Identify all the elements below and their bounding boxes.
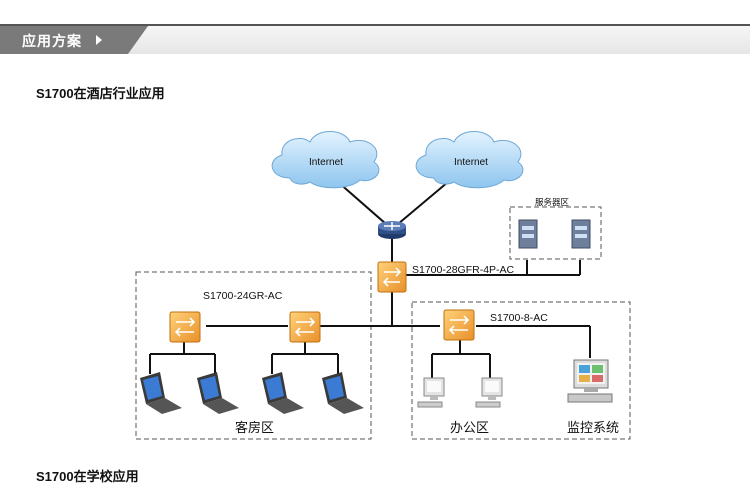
server-zone-box xyxy=(509,206,602,260)
internet-cloud-1: Internet xyxy=(271,131,380,189)
router-icon xyxy=(378,221,406,239)
office-zone-label: 办公区 xyxy=(450,420,489,435)
laptop-icon xyxy=(197,372,239,414)
network-links xyxy=(149,181,591,378)
core-switch-label: S1700-28GFR-4P-AC xyxy=(412,264,515,276)
core-switch-icon xyxy=(377,261,407,293)
section-tab xyxy=(0,26,148,54)
guest-zone-box xyxy=(135,271,372,440)
monitoring-station-icon xyxy=(567,359,613,403)
section-tab-shape xyxy=(0,26,148,54)
top-divider xyxy=(0,24,750,26)
heading-school: S1700在学校应用 xyxy=(36,469,139,484)
cloud-label: Internet xyxy=(454,157,488,168)
office-switch-label: S1700-8-AC xyxy=(490,312,548,324)
guest-zone-label: 客房区 xyxy=(235,420,274,435)
heading-hotel: S1700在酒店行业应用 xyxy=(36,86,165,101)
server-icon xyxy=(518,219,538,249)
desktop-pc-icon xyxy=(417,377,445,408)
guest-switch-2-icon xyxy=(289,311,321,343)
laptop-icon xyxy=(140,372,182,414)
guest-switch-label: S1700-24GR-AC xyxy=(203,290,283,302)
office-zone-box xyxy=(411,301,631,440)
server-zone-label: 服务器区 xyxy=(535,197,570,207)
cloud-label: Internet xyxy=(309,157,343,168)
server-icon xyxy=(571,219,591,249)
laptop-icon xyxy=(322,372,364,414)
section-arrow-icon xyxy=(96,35,102,45)
internet-cloud-2: Internet xyxy=(415,131,524,189)
section-title: 应用方案 xyxy=(22,33,82,49)
desktop-pc-icon xyxy=(475,377,503,408)
laptop-icon xyxy=(262,372,304,414)
guest-switch-1-icon xyxy=(169,311,201,343)
monitor-zone-label: 监控系统 xyxy=(567,420,619,435)
office-switch-icon xyxy=(443,309,475,341)
